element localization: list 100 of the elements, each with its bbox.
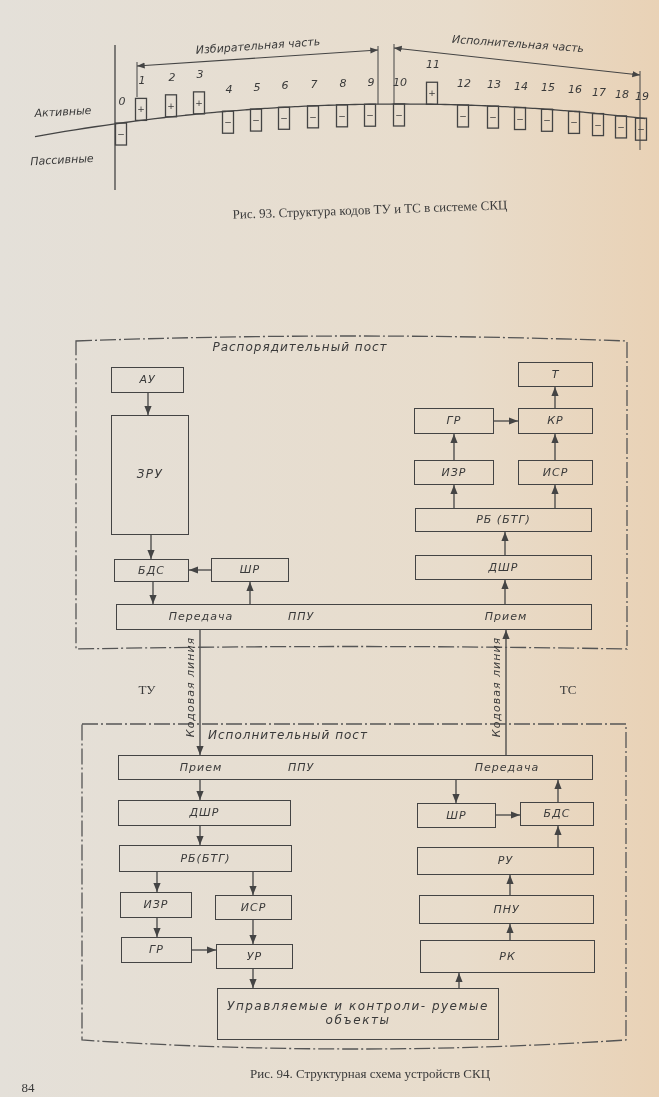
part-label: Исполнительная часть <box>451 32 585 56</box>
position-number: 9 <box>367 75 375 89</box>
block-box <box>120 892 192 918</box>
edge-label: Кодовая линия <box>183 636 197 737</box>
arrow <box>196 779 204 801</box>
page-number: 84 <box>21 1080 35 1096</box>
position-number: 1 <box>138 73 146 87</box>
block-box <box>518 408 593 434</box>
arrow <box>246 581 254 605</box>
arrow <box>506 923 514 941</box>
pulse-sign: + <box>167 100 175 111</box>
block-label: РК <box>499 950 516 963</box>
arrow <box>249 968 257 989</box>
block-label: ПНУ <box>493 903 520 916</box>
arrow <box>147 534 155 560</box>
arrow <box>450 484 458 509</box>
position-number: 8 <box>339 76 347 90</box>
arrow <box>551 433 559 461</box>
arrow <box>153 871 161 893</box>
position-number: 16 <box>568 82 582 96</box>
arrow <box>191 946 217 954</box>
block-label: ИСР <box>240 901 267 914</box>
block-box <box>417 847 594 875</box>
arrow <box>249 919 257 945</box>
position-number: 12 <box>457 76 471 90</box>
figure-caption: Рис. 93. Структура кодов ТУ и ТС в системе СКЦ <box>232 197 508 223</box>
pulse-sign: − <box>338 110 346 121</box>
port-label: Передача <box>474 761 540 774</box>
position-number: 18 <box>615 87 629 101</box>
arrow <box>502 629 510 756</box>
block-label: ИЗР <box>441 466 467 479</box>
block-box <box>211 558 289 582</box>
block-box <box>415 555 592 580</box>
position-number: 0 <box>118 94 126 108</box>
arrow <box>188 566 212 574</box>
block-box <box>119 845 292 872</box>
pulse-sign: − <box>570 117 578 128</box>
block-label: ШР <box>446 809 467 822</box>
arrow <box>196 825 204 846</box>
arrow <box>554 825 562 848</box>
pulse-sign: − <box>617 121 625 132</box>
position-number: 19 <box>635 89 649 103</box>
position-number: 5 <box>253 80 261 94</box>
block-label: Управляемые и контроли- руемые объекты <box>227 1000 489 1028</box>
block-label: БДС <box>543 807 571 821</box>
block-box <box>118 800 291 826</box>
block-label: РУ <box>497 854 514 868</box>
block-box <box>415 508 592 532</box>
position-number: 11 <box>426 57 440 71</box>
block-box <box>414 408 494 434</box>
port-label: Прием <box>484 610 528 624</box>
block-box <box>518 362 593 387</box>
pulse-sign: − <box>366 110 374 121</box>
arrow <box>149 581 157 605</box>
block-label: Т <box>551 368 560 381</box>
arrow <box>506 874 514 896</box>
position-number: 15 <box>541 80 555 94</box>
position-number: 17 <box>592 85 606 99</box>
block-box <box>111 415 189 535</box>
block-label: УР <box>246 950 263 963</box>
block-label: ДШР <box>189 806 220 820</box>
pulse-sign: − <box>594 119 602 130</box>
arrow <box>450 433 458 461</box>
block-box <box>111 367 184 393</box>
block-label: РБ(БТГ) <box>180 852 231 865</box>
block-box <box>420 940 595 973</box>
block-box <box>414 460 494 485</box>
block-box <box>216 944 293 969</box>
pulse-sign: − <box>637 124 645 135</box>
arrow <box>144 392 152 416</box>
port-label: Прием <box>179 761 223 774</box>
pulse-sign: + <box>137 104 145 115</box>
arrow <box>249 871 257 896</box>
block-box <box>417 803 496 828</box>
position-number: 14 <box>514 79 528 92</box>
part-label: Избирательная часть <box>195 35 321 57</box>
position-number: 4 <box>225 82 233 96</box>
arrow <box>501 579 509 605</box>
block-label: ШР <box>239 563 261 577</box>
block-label: ГР <box>149 943 164 957</box>
block-label: РБ (БТГ) <box>476 513 531 527</box>
block-box <box>419 895 594 924</box>
block-box <box>116 604 592 630</box>
station-title: Распорядительный пост <box>212 341 388 355</box>
block-box <box>118 755 593 780</box>
block-box <box>114 559 189 582</box>
level-label: Пассивные <box>30 151 94 169</box>
edge-label: Кодовая линия <box>489 636 503 737</box>
pulse-sign: − <box>309 111 317 122</box>
block-box <box>518 460 593 485</box>
pulse-sign: − <box>516 113 524 124</box>
block-label: АУ <box>139 373 156 387</box>
arrow <box>501 531 509 556</box>
arrow <box>551 484 559 509</box>
station-title: Исполнительный пост <box>208 729 368 743</box>
block-label: ППУ <box>287 610 315 624</box>
position-number: 10 <box>393 75 407 89</box>
port-label: Передача <box>168 610 234 624</box>
block-label: ДШР <box>488 561 519 574</box>
block-box <box>215 895 292 920</box>
